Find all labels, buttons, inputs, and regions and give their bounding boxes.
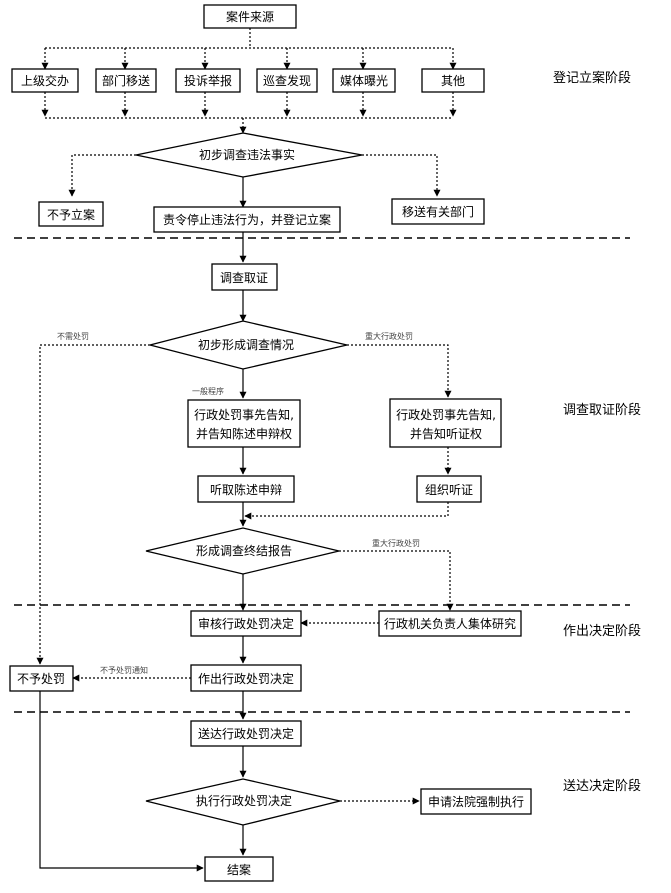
node-src-complaint-label: 投诉举报 (184, 73, 232, 88)
node-source: 案件来源 (203, 4, 297, 29)
node-no-penalty: 不予处罚 (9, 665, 74, 692)
edge-label-no-penalty-needed: 不需处罚 (57, 331, 89, 341)
node-src-media-label: 媒体曝光 (340, 74, 388, 88)
stage-label-delivery: 送达决定阶段 (563, 779, 641, 794)
node-prelim-form: 初步形成调查情况 (149, 320, 348, 370)
node-court-enforce: 申请法院强制执行 (420, 788, 532, 815)
node-make-decision-label: 作出行政处罚决定 (198, 671, 294, 686)
node-close-case: 结案 (204, 856, 274, 882)
node-collective-study-label: 行政机关负责人集体研究 (384, 616, 516, 631)
edge-labels: 不需处罚 重大行政处罚 一般程序 重大行政处罚 不予处罚通知 (57, 331, 420, 675)
node-deliver-decision-label: 送达行政处罚决定 (198, 726, 294, 741)
node-execute-decision: 执行行政处罚决定 (145, 778, 341, 826)
node-review-decision: 审核行政处罚决定 (190, 610, 302, 637)
node-src-patrol-label: 巡查发现 (263, 73, 311, 88)
node-src-complaint: 投诉举报 (175, 68, 241, 93)
node-hear-defense-label: 听取陈述申辩 (210, 482, 282, 497)
node-src-patrol: 巡查发现 (256, 68, 318, 93)
edge-label-major-penalty-2: 重大行政处罚 (372, 538, 420, 548)
node-transfer-label: 移送有关部门 (402, 204, 474, 219)
stage-separators (14, 237, 630, 713)
node-court-enforce-label: 申请法院强制执行 (428, 795, 524, 809)
node-close-case-label: 结案 (227, 862, 251, 877)
node-notify-hearing-line2: 并告知听证权 (410, 427, 482, 441)
stage-label-registration: 登记立案阶段 (553, 71, 631, 86)
node-src-superior: 上级交办 (11, 68, 79, 93)
node-final-report: 形成调查终结报告 (145, 527, 340, 575)
node-notify-defense-line1: 行政处罚事先告知, (194, 408, 294, 422)
connectors (36, 28, 457, 872)
node-no-filing: 不予立案 (38, 201, 104, 227)
node-src-other: 其他 (421, 68, 485, 93)
node-no-penalty-label: 不予处罚 (17, 672, 65, 686)
node-order-stop: 责令停止违法行为，并登记立案 (153, 206, 341, 233)
node-prelim-form-label: 初步形成调查情况 (198, 338, 294, 352)
node-notify-hearing: 行政处罚事先告知, 并告知听证权 (389, 398, 502, 448)
node-src-department-label: 部门移送 (102, 73, 150, 88)
node-no-filing-label: 不予立案 (47, 207, 95, 222)
node-final-report-label: 形成调查终结报告 (196, 543, 292, 558)
node-src-department: 部门移送 (95, 68, 157, 93)
stage-label-decision: 作出决定阶段 (563, 624, 641, 639)
node-order-stop-label: 责令停止违法行为，并登记立案 (163, 212, 331, 227)
node-make-decision: 作出行政处罚决定 (190, 664, 302, 692)
node-prelim-check-label: 初步调查违法事实 (199, 147, 295, 162)
node-notify-defense-line2: 并告知陈述申辩权 (196, 426, 292, 441)
node-organize-hearing: 组织听证 (416, 475, 482, 503)
node-src-superior-label: 上级交办 (21, 73, 69, 88)
node-prelim-check: 初步调查违法事实 (135, 132, 363, 178)
node-src-media: 媒体曝光 (332, 68, 396, 93)
node-deliver-decision: 送达行政处罚决定 (190, 720, 302, 747)
node-hear-defense: 听取陈述申辩 (197, 475, 295, 503)
node-execute-decision-label: 执行行政处罚决定 (196, 793, 292, 808)
node-organize-hearing-label: 组织听证 (425, 483, 473, 497)
node-transfer: 移送有关部门 (391, 198, 485, 225)
node-review-decision-label: 审核行政处罚决定 (198, 616, 294, 631)
node-investigate: 调查取证 (211, 263, 278, 291)
node-investigate-label: 调查取证 (220, 271, 268, 285)
node-notify-hearing-line1: 行政处罚事先告知, (396, 408, 496, 422)
stage-label-investigation: 调查取证阶段 (563, 403, 641, 418)
nodes: 案件来源 上级交办 部门移送 投诉举报 巡查发现 媒体曝光 其他 (9, 4, 532, 882)
node-notify-defense: 行政处罚事先告知, 并告知陈述申辩权 (187, 399, 301, 448)
node-collective-study: 行政机关负责人集体研究 (378, 610, 522, 637)
node-source-label: 案件来源 (226, 9, 274, 24)
edge-label-general-procedure: 一般程序 (192, 386, 224, 396)
edge-label-major-penalty-1: 重大行政处罚 (365, 331, 413, 341)
stage-labels: 登记立案阶段 调查取证阶段 作出决定阶段 送达决定阶段 (553, 71, 641, 794)
node-src-other-label: 其他 (441, 74, 465, 88)
edge-label-no-penalty-notice: 不予处罚通知 (100, 665, 148, 675)
